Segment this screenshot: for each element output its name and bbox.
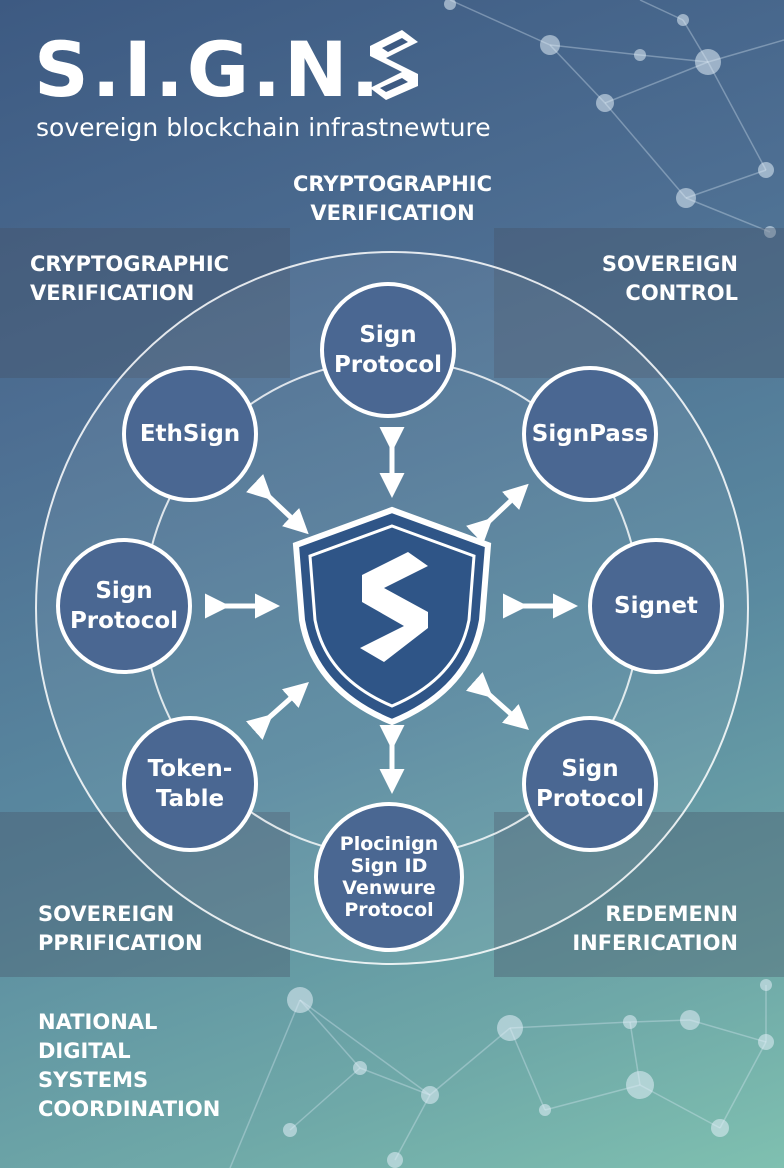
node-top: Sign Protocol <box>320 282 456 418</box>
node-top-right: SignPass <box>522 366 658 502</box>
node-bottom: Plocinign Sign ID Venwure Protocol <box>314 802 464 952</box>
node-right: Signet <box>588 538 724 674</box>
node-bottom-left: Token- Table <box>122 716 258 852</box>
node-bottom-right: Sign Protocol <box>522 716 658 852</box>
node-left: Sign Protocol <box>56 538 192 674</box>
node-top-left: EthSign <box>122 366 258 502</box>
